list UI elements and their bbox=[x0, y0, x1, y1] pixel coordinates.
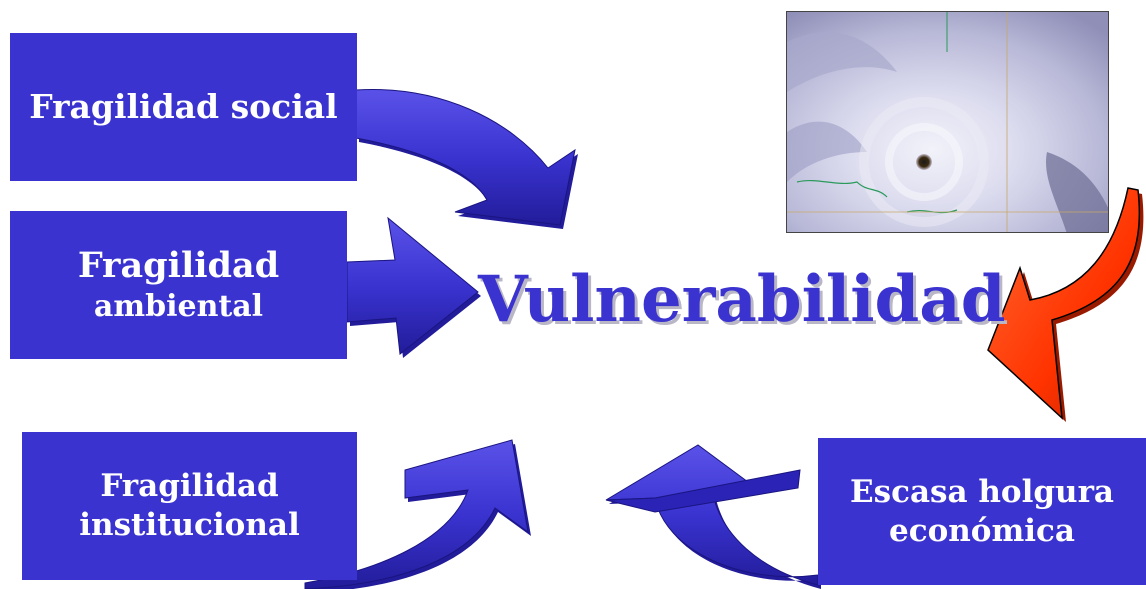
arrow-hurricane bbox=[987, 187, 1144, 422]
label-fragilidad-institucional-line1: Fragilidad bbox=[100, 468, 279, 505]
box-fragilidad-ambiental: Fragilidad ambiental bbox=[10, 211, 347, 359]
arrow-social bbox=[355, 89, 578, 229]
label-fragilidad-institucional-line2: institucional bbox=[79, 507, 300, 543]
arrow-ambiental bbox=[346, 216, 481, 358]
hurricane-icon bbox=[787, 12, 1108, 232]
arrow-institucional bbox=[304, 439, 531, 589]
hurricane-satellite-image bbox=[786, 11, 1109, 233]
box-escasa-holgura-economica: Escasa holgura económica bbox=[818, 438, 1146, 585]
label-fragilidad-ambiental-line1: Fragilidad bbox=[77, 245, 280, 287]
label-fragilidad-ambiental-line2: ambiental bbox=[93, 289, 264, 325]
label-escasa-holgura-line2: económica bbox=[888, 512, 1076, 549]
arrow-economica bbox=[605, 444, 821, 589]
box-fragilidad-social: Fragilidad social bbox=[10, 33, 357, 181]
label-escasa-holgura-line1: Escasa holgura bbox=[850, 473, 1114, 510]
label-fragilidad-social: Fragilidad social bbox=[29, 87, 338, 127]
center-label-vulnerabilidad: Vulnerabilidad bbox=[478, 262, 1006, 337]
box-fragilidad-institucional: Fragilidad institucional bbox=[22, 432, 357, 580]
